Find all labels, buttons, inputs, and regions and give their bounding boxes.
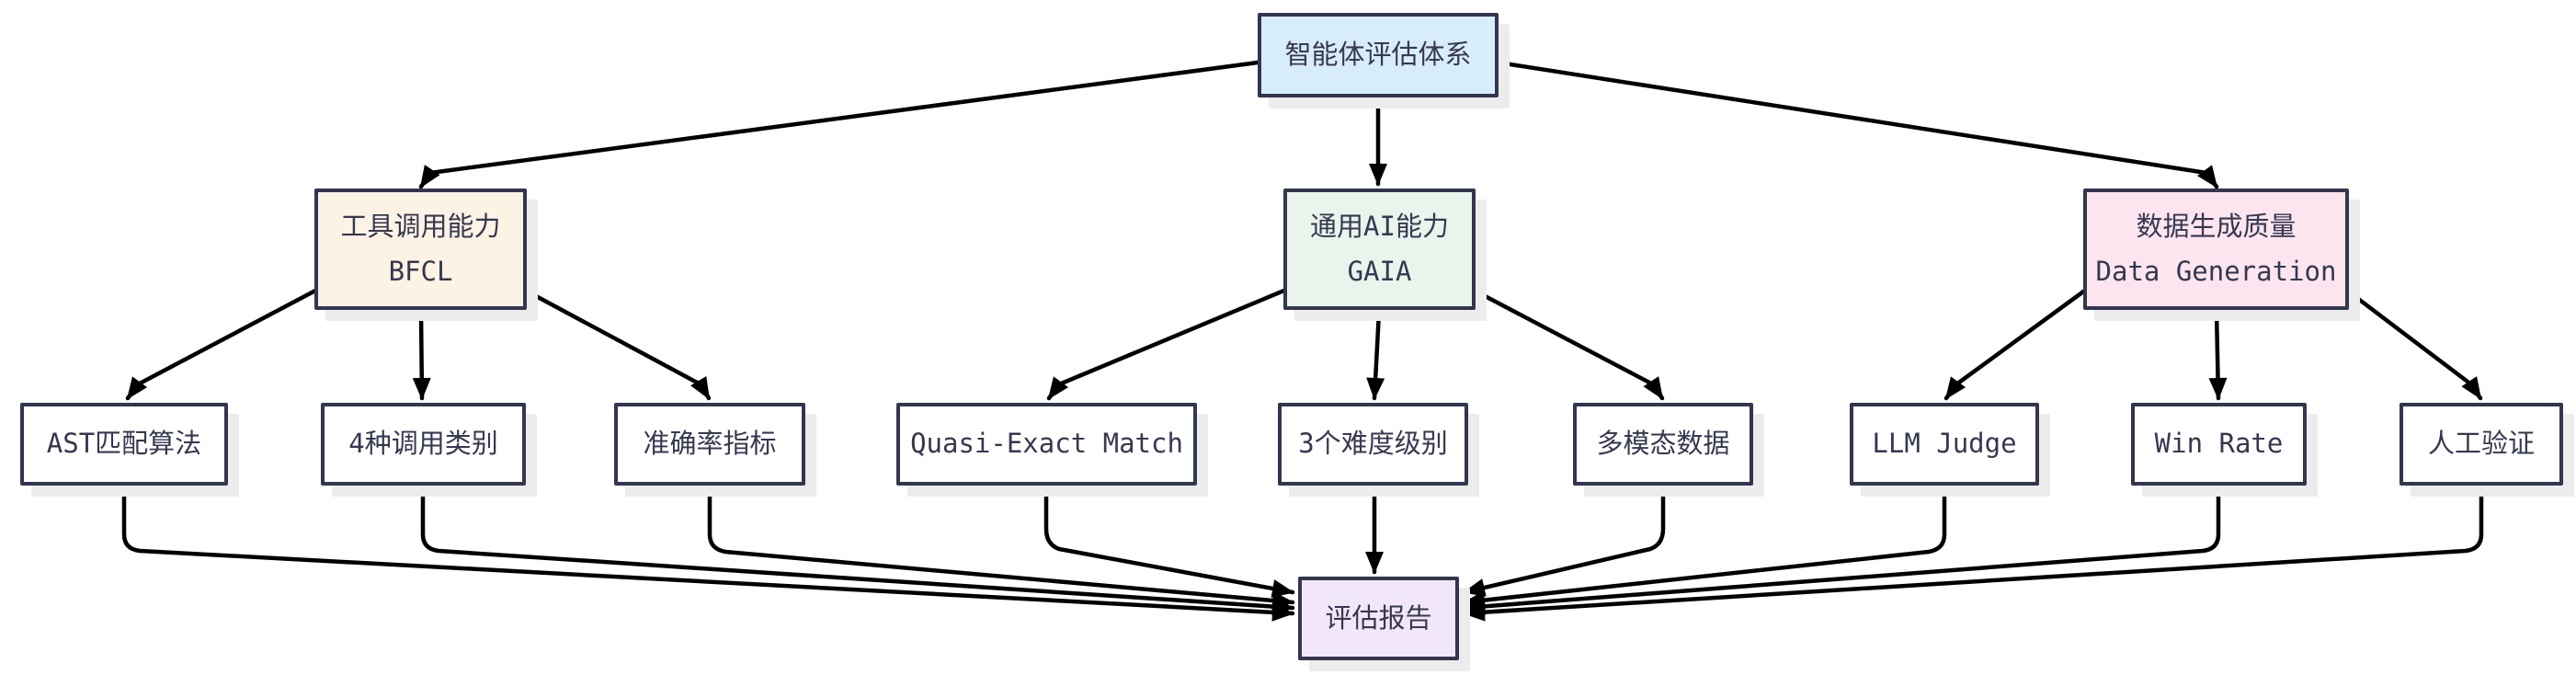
edge-bfcl-accuracy — [521, 287, 712, 401]
edge-human-report — [1462, 485, 2484, 622]
node-tool-calling-bfcl: 工具调用能力 BFCL — [314, 189, 527, 310]
node-label-line1: 通用AI能力 — [1310, 210, 1449, 242]
node-ast-matching: AST匹配算法 — [20, 403, 228, 486]
node-human-verification: 人工验证 — [2399, 403, 2563, 486]
node-three-difficulty-levels: 3个难度级别 — [1278, 403, 1468, 486]
edge-root-bfcl — [418, 60, 1260, 189]
node-data-generation-quality: 数据生成质量 Data Generation — [2083, 189, 2349, 310]
node-label: 准确率指标 — [643, 428, 777, 460]
edge-bfcl-ast — [125, 287, 320, 401]
node-label: LLM Judge — [1872, 428, 2017, 460]
edge-bfcl-calltypes — [412, 309, 431, 401]
node-llm-judge: LLM Judge — [1850, 403, 2039, 486]
node-general-ai-gaia: 通用AI能力 GAIA — [1283, 189, 1476, 310]
edge-calltypes-report — [420, 485, 1295, 616]
node-four-call-types: 4种调用类别 — [321, 403, 526, 486]
node-label: 3个难度级别 — [1298, 428, 1448, 460]
edge-llmjudge-report — [1462, 485, 1947, 610]
node-agent-eval-system: 智能体评估体系 — [1258, 13, 1499, 97]
edge-gaia-levels — [1366, 309, 1385, 401]
node-label: 人工验证 — [2427, 428, 2535, 460]
node-label-line2: BFCL — [388, 256, 453, 287]
node-label: AST匹配算法 — [46, 428, 202, 460]
edge-gaia-multimodal — [1470, 287, 1665, 401]
node-label-line2: GAIA — [1347, 256, 1412, 287]
node-win-rate: Win Rate — [2131, 403, 2307, 486]
node-accuracy-metric: 准确率指标 — [614, 403, 805, 486]
edge-gaia-quasi — [1046, 287, 1289, 401]
edge-datagen-winrate — [2208, 309, 2228, 401]
node-evaluation-report: 评估报告 — [1298, 577, 1459, 660]
node-label-line2: Data Generation — [2095, 256, 2337, 287]
edge-quasi-report — [1043, 485, 1295, 598]
edge-accuracy-report — [707, 485, 1295, 611]
node-label: 评估报告 — [1325, 601, 1432, 634]
edge-root-datagen — [1496, 60, 2219, 189]
edge-datagen-human — [2343, 287, 2483, 401]
node-multimodal-data: 多模态数据 — [1573, 403, 1753, 486]
edge-winrate-report — [1462, 485, 2221, 616]
node-label: Win Rate — [2154, 428, 2284, 460]
node-label: 智能体评估体系 — [1284, 39, 1472, 71]
node-label-line1: 工具调用能力 — [340, 210, 501, 242]
node-label: 4种调用类别 — [348, 428, 498, 460]
edge-ast-report — [121, 485, 1295, 622]
edge-datagen-llmjudge — [1943, 287, 2089, 401]
node-quasi-exact-match: Quasi-Exact Match — [896, 403, 1197, 486]
edge-multimodal-report — [1462, 485, 1666, 597]
node-label-line1: 数据生成质量 — [2136, 210, 2297, 242]
node-label: Quasi-Exact Match — [910, 428, 1183, 460]
node-label: 多模态数据 — [1596, 428, 1730, 460]
